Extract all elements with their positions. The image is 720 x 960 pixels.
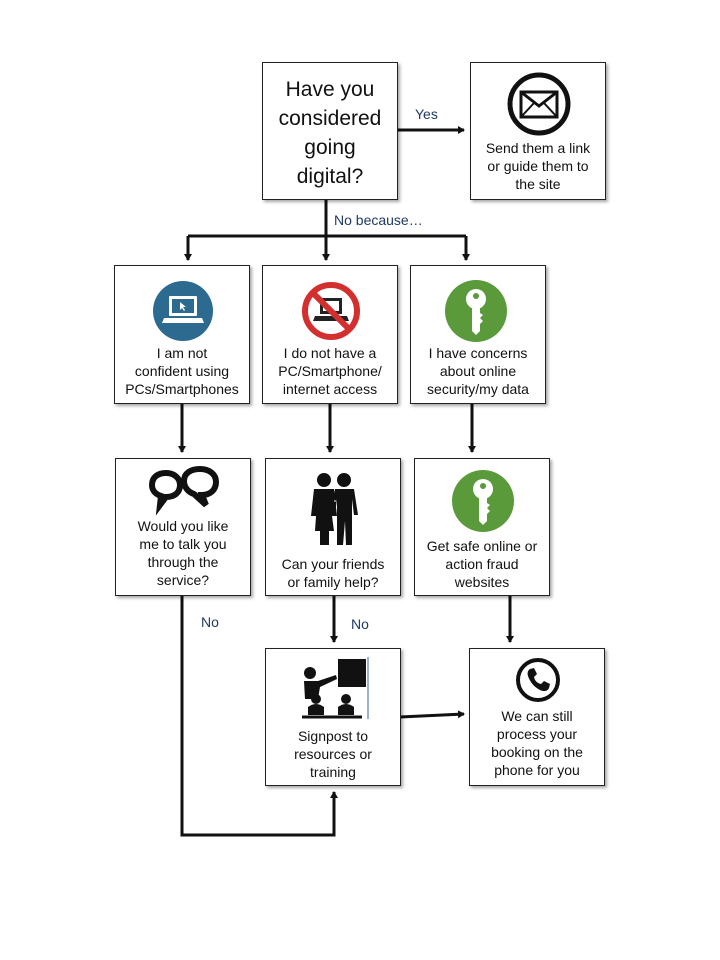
teaching-icon [302,657,369,719]
talk-through-box: Would you like me to talk you through th… [115,458,251,596]
reason1-line-3: PCs/Smartphones [125,381,239,397]
step3-line-2: action fraud [445,556,519,572]
phone-line-1: We can still [501,708,573,724]
reason2-line-2: PC/Smartphone/ [278,363,382,379]
laptop-icon [153,281,213,341]
phone-icon [516,658,560,702]
key-icon [452,470,514,532]
reason1-line-1: I am not [156,345,208,361]
step1-line-4: service? [156,572,210,588]
signpost-box: Signpost to resources or training [265,648,401,786]
send-link-line-3: the site [515,176,561,192]
phone-booking-box: We can still process your booking on the… [469,648,605,786]
start-line-2: considered [278,107,382,130]
step1-line-3: through the [147,554,219,570]
signpost-line-1: Signpost to [297,728,369,744]
reason-not-confident-box: I am not confident using PCs/Smartphones [114,265,250,404]
reason3-line-2: about online [439,363,517,379]
reason-security-concerns-box: I have concerns about online security/my… [410,265,546,404]
friends-family-box: Can your friends or family help? [265,458,401,596]
signpost-line-3: training [310,764,356,780]
reason-no-access-box: I do not have a PC/Smartphone/ internet … [262,265,398,404]
signpost-line-2: resources or [294,746,372,762]
step2-line-1: Can your friends [281,556,385,572]
step3-line-1: Get safe online or [426,538,538,554]
send-link-box: Send them a link or guide them to the si… [470,62,606,200]
no-because-label: No because… [334,212,423,228]
phone-line-2: process your [496,726,578,742]
step3-line-3: websites [454,574,510,590]
step1-line-2: me to talk you [139,536,227,552]
step1-line-1: Would you like [137,518,229,534]
phone-line-3: booking on the [491,744,583,760]
no-label-left: No [201,614,219,630]
send-link-line-1: Send them a link [485,140,591,156]
reason2-line-3: internet access [282,381,378,397]
family-icon [311,473,358,545]
envelope-icon [507,72,571,136]
no-laptop-icon [302,282,360,340]
key-icon [445,280,507,342]
step2-line-2: or family help? [287,574,379,590]
speech-bubbles-icon [148,465,220,516]
yes-label: Yes [415,106,438,122]
start-question-box: Have you considered going digital? [262,62,398,200]
start-line-3: going [304,136,356,159]
reason2-line-1: I do not have a [283,345,377,361]
phone-line-4: phone for you [494,762,580,778]
reason1-line-2: confident using [134,363,230,379]
start-line-4: digital? [296,165,364,188]
send-link-line-2: or guide them to [487,158,589,174]
reason3-line-1: I have concerns [428,345,528,361]
no-label-middle: No [351,616,369,632]
safe-online-box: Get safe online or action fraud websites [414,458,550,596]
start-line-1: Have you [285,78,375,101]
reason3-line-3: security/my data [427,381,529,397]
